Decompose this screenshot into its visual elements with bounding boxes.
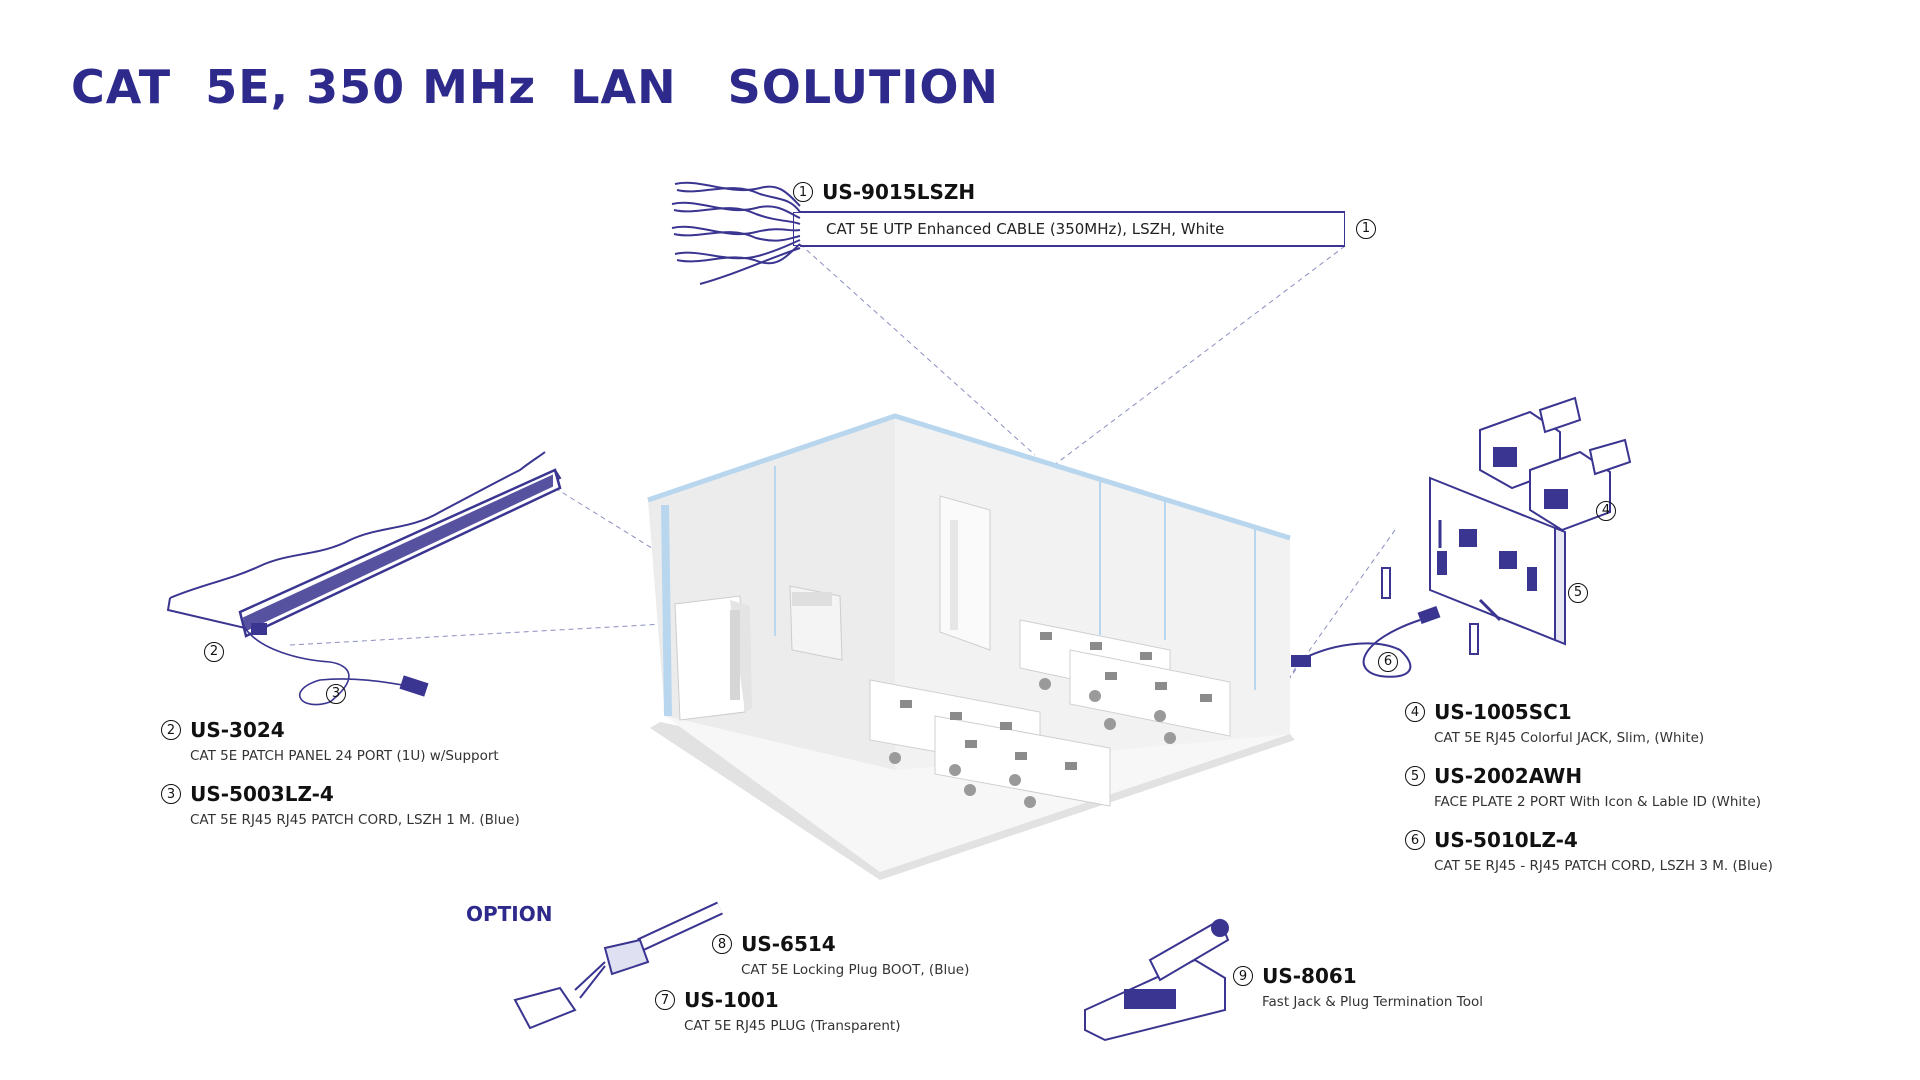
item-code: US-5010LZ-4 — [1434, 828, 1578, 852]
item-code: US-6514 — [741, 932, 836, 956]
item-description: CAT 5E RJ45 Colorful JACK, Slim, (White) — [1434, 730, 1705, 746]
item-number: 4 — [1405, 702, 1425, 722]
termination-tool-illustration — [1084, 918, 1230, 1042]
callout-4: 4 — [1596, 500, 1616, 521]
item-code: US-1001 — [684, 988, 779, 1012]
plug-boot-illustration — [513, 901, 723, 1030]
callout-3: 3 — [326, 683, 346, 704]
plug-item: 7 US-1001 CAT 5E RJ45 PLUG (Transparent) — [655, 988, 900, 1034]
item-description: CAT 5E RJ45 PLUG (Transparent) — [684, 1018, 901, 1034]
cable-description: CAT 5E UTP Enhanced CABLE (350MHz), LSZH… — [826, 220, 1225, 238]
item-number: 9 — [1233, 966, 1253, 986]
item-description: CAT 5E RJ45 - RJ45 PATCH CORD, LSZH 3 M.… — [1434, 858, 1773, 874]
patch-cord-3m-item: 6 US-5010LZ-4 CAT 5E RJ45 - RJ45 PATCH C… — [1405, 828, 1773, 874]
callout-1: 1 — [793, 182, 813, 202]
cable-heading: 1 US-9015LSZH — [793, 180, 975, 204]
item-number: 3 — [161, 784, 181, 804]
item-code: US-1005SC1 — [1434, 700, 1572, 724]
item-number: 8 — [712, 934, 732, 954]
patch-panel-illustration — [166, 451, 562, 706]
keystone-jack-illustration — [1479, 396, 1632, 532]
patch-panel-item: 2 US-3024 CAT 5E PATCH PANEL 24 PORT (1U… — [161, 718, 499, 764]
office-room-illustration — [647, 413, 1295, 880]
cable-description-box: CAT 5E UTP Enhanced CABLE (350MHz), LSZH… — [793, 212, 1345, 246]
item-code: US-2002AWH — [1434, 764, 1583, 788]
cable-code: US-9015LSZH — [822, 180, 976, 204]
callout-1-box: 1 — [1356, 218, 1376, 239]
item-code: US-8061 — [1262, 964, 1357, 988]
item-description: CAT 5E PATCH PANEL 24 PORT (1U) w/Suppor… — [190, 748, 499, 764]
item-description: CAT 5E RJ45 RJ45 PATCH CORD, LSZH 1 M. (… — [190, 812, 520, 828]
callout-6: 6 — [1378, 651, 1398, 672]
patch-cord-3m-illustration — [1291, 605, 1441, 678]
item-number: 2 — [161, 720, 181, 740]
item-number: 6 — [1405, 830, 1425, 850]
item-description: FACE PLATE 2 PORT With Icon & Lable ID (… — [1434, 794, 1762, 810]
tool-item: 9 US-8061 Fast Jack & Plug Termination T… — [1233, 964, 1483, 1010]
face-plate-item: 5 US-2002AWH FACE PLATE 2 PORT With Icon… — [1405, 764, 1761, 810]
item-description: Fast Jack & Plug Termination Tool — [1262, 994, 1484, 1010]
item-number: 7 — [655, 990, 675, 1010]
callout-2: 2 — [204, 641, 224, 662]
callout-5: 5 — [1568, 582, 1588, 603]
face-plate-illustration — [1381, 476, 1566, 655]
item-description: CAT 5E Locking Plug BOOT, (Blue) — [741, 962, 970, 978]
jack-item: 4 US-1005SC1 CAT 5E RJ45 Colorful JACK, … — [1405, 700, 1704, 746]
item-code: US-5003LZ-4 — [190, 782, 334, 806]
option-label: OPTION — [466, 902, 553, 926]
item-code: US-3024 — [190, 718, 285, 742]
patch-cord-1m-item: 3 US-5003LZ-4 CAT 5E RJ45 RJ45 PATCH COR… — [161, 782, 520, 828]
page-title: CAT 5E, 350 MHz LAN SOLUTION — [71, 60, 1000, 114]
boot-item: 8 US-6514 CAT 5E Locking Plug BOOT, (Blu… — [712, 932, 969, 978]
item-number: 5 — [1405, 766, 1425, 786]
